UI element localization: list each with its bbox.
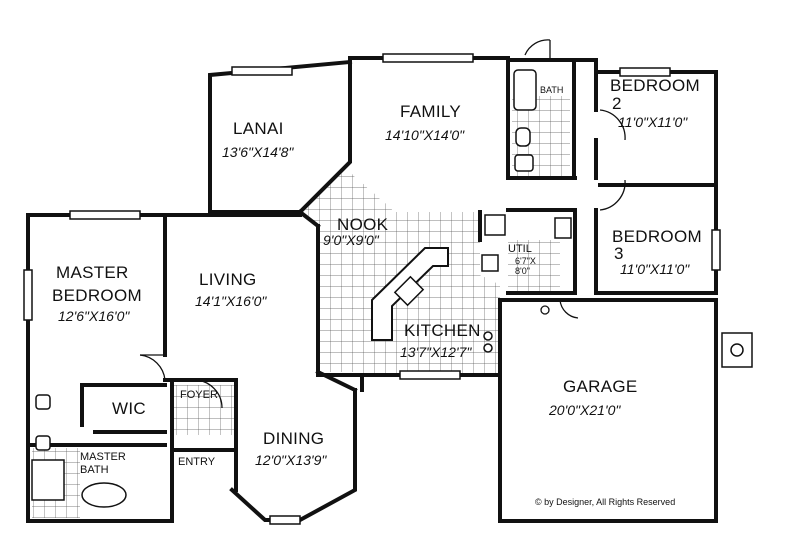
- living-dims: 14'1"X16'0": [195, 293, 267, 309]
- bedroom2-dims: 11'0"X11'0": [618, 114, 688, 130]
- stove-icon: [483, 331, 493, 341]
- living-name: LIVING: [199, 270, 257, 289]
- toilet-icon: [515, 127, 531, 147]
- master-bedroom-name-1: MASTER: [56, 263, 129, 282]
- bath-name: BATH: [540, 85, 564, 95]
- master-tub-icon: [81, 482, 127, 508]
- master-sink-icon: [35, 394, 51, 410]
- util-name: UTIL: [508, 243, 532, 255]
- dining-dims: 12'0"X13'9": [255, 452, 327, 468]
- util-tile: [508, 240, 560, 292]
- kitchen-sink-icon: [393, 275, 425, 307]
- bedroom2-num: 2: [612, 94, 622, 113]
- washer-icon: [484, 214, 506, 236]
- lanai-name: LANAI: [233, 119, 284, 138]
- bedroom3-num: 3: [614, 244, 624, 263]
- dryer-icon: [554, 217, 572, 239]
- family-name: FAMILY: [400, 102, 462, 121]
- lanai-dims: 13'6"X14'8": [222, 144, 294, 160]
- kitchen-dims: 13'7"X12'7": [400, 344, 472, 360]
- nook-dims: 9'0"X9'0": [323, 232, 379, 248]
- garage-name: GARAGE: [563, 377, 638, 396]
- bedroom2-name: BEDROOM: [610, 76, 700, 95]
- util-dims-1: 6'7"X: [515, 256, 536, 266]
- master-bedroom-dims: 12'6"X16'0": [58, 308, 130, 324]
- bathtub-icon: [513, 69, 537, 111]
- master-bath-name-1: MASTER: [80, 451, 126, 463]
- dining-name: DINING: [263, 429, 325, 448]
- foyer-name: FOYER: [180, 389, 218, 401]
- garage-dims: 20'0"X21'0": [549, 402, 621, 418]
- wic-name: WIC: [112, 399, 146, 418]
- windows: [23, 53, 721, 525]
- bedroom3-dims: 11'0"X11'0": [620, 261, 690, 277]
- fixtures: [31, 69, 753, 508]
- kitchen-name: KITCHEN: [404, 321, 481, 340]
- stove-burner-icon: [483, 343, 493, 353]
- shower-icon: [31, 459, 65, 501]
- copyright-notice: © by Designer, All Rights Reserved: [535, 497, 676, 507]
- master-bath-name-2: BATH: [80, 464, 109, 476]
- master-bedroom-name-2: BEDROOM: [52, 286, 142, 305]
- foyer-tile: [172, 385, 234, 435]
- sink-icon: [514, 154, 534, 172]
- entry-name: ENTRY: [178, 456, 216, 468]
- kitchen-counter: [371, 247, 449, 341]
- util-dims-2: 8'0": [515, 266, 530, 276]
- family-dims: 14'10"X14'0": [385, 127, 465, 143]
- doors: [139, 39, 626, 409]
- bedroom3-name: BEDROOM: [612, 227, 702, 246]
- fridge-icon: [481, 254, 499, 272]
- nook-name: NOOK: [337, 215, 389, 234]
- master-sink2-icon: [35, 435, 51, 451]
